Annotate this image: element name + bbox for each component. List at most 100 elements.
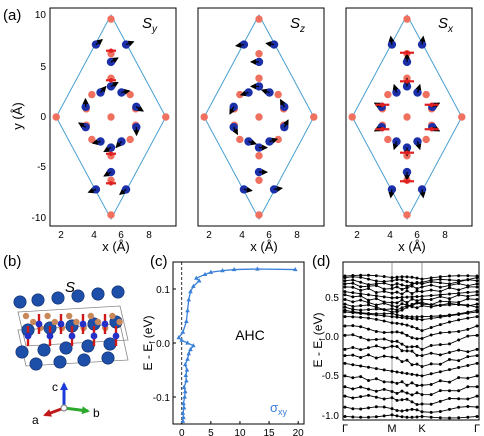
band-point bbox=[400, 302, 404, 306]
band-point bbox=[359, 304, 363, 308]
band-point bbox=[359, 285, 363, 289]
band-point bbox=[390, 296, 394, 300]
band-point bbox=[438, 275, 442, 279]
band-point bbox=[395, 330, 399, 334]
band-point bbox=[395, 409, 399, 413]
band-point bbox=[405, 323, 409, 327]
band-point bbox=[343, 347, 347, 351]
ligand-atom bbox=[44, 312, 51, 320]
sigma-xy-point bbox=[184, 318, 189, 323]
band-structure bbox=[343, 273, 479, 420]
c-axis-label: c bbox=[52, 380, 58, 394]
band-point bbox=[400, 306, 404, 310]
band-point bbox=[438, 379, 442, 383]
spin-arrow bbox=[87, 187, 97, 194]
k-label: M bbox=[387, 423, 396, 435]
band-point bbox=[438, 353, 442, 357]
red-spin-dot bbox=[404, 79, 410, 84]
band-point bbox=[367, 327, 370, 331]
band-point bbox=[466, 355, 470, 359]
band-point bbox=[475, 315, 479, 319]
spin-arrow bbox=[273, 185, 283, 192]
x-tick: 6 bbox=[414, 230, 420, 241]
band-point bbox=[382, 287, 386, 291]
band-point bbox=[438, 281, 442, 285]
band-point bbox=[400, 360, 404, 364]
band-point bbox=[415, 306, 419, 310]
band-point bbox=[390, 291, 394, 295]
x-tick: 2 bbox=[354, 230, 360, 241]
band-point bbox=[438, 277, 442, 281]
band-point bbox=[400, 322, 404, 326]
band-point bbox=[390, 389, 394, 393]
band-point bbox=[410, 325, 414, 329]
sigma-xy-point bbox=[220, 268, 225, 273]
band-point bbox=[367, 338, 370, 342]
band-point bbox=[410, 345, 414, 349]
band-point bbox=[390, 340, 394, 344]
panel-a: (a) y (Å) 10 5 0 -5 -10 2 4 6 8 2 4 6 8 … bbox=[3, 7, 473, 254]
band-point bbox=[415, 327, 419, 331]
band-point bbox=[405, 408, 409, 412]
band-point bbox=[382, 275, 386, 279]
x-tick: 2 bbox=[206, 230, 212, 241]
band-point bbox=[395, 296, 399, 300]
red-spin-dot bbox=[429, 102, 434, 107]
sigma-xy-point bbox=[184, 378, 189, 383]
band-point bbox=[367, 277, 370, 281]
band-point bbox=[343, 282, 347, 286]
ligand-atom bbox=[94, 318, 102, 326]
band-point bbox=[390, 301, 394, 305]
band-point bbox=[457, 329, 461, 333]
band-point bbox=[410, 295, 414, 299]
band-point bbox=[410, 284, 414, 288]
band-point bbox=[390, 369, 394, 373]
band-point bbox=[359, 280, 363, 284]
band-point bbox=[382, 405, 386, 409]
band-point bbox=[400, 298, 404, 302]
band-point bbox=[351, 376, 355, 380]
x-tick: 4 bbox=[239, 230, 245, 241]
x-label-sx: x (Å) bbox=[398, 239, 425, 254]
band-point bbox=[390, 311, 394, 315]
band-point bbox=[475, 394, 479, 398]
band-point bbox=[420, 336, 424, 340]
band-plot-frame bbox=[342, 261, 480, 421]
ligand-atom bbox=[109, 312, 116, 320]
x-tick-label: 15 bbox=[264, 428, 276, 436]
band-point bbox=[420, 329, 424, 333]
transition-metal-atom bbox=[103, 337, 117, 351]
sigma-xy-point bbox=[191, 343, 196, 348]
ligand-atom bbox=[30, 318, 37, 326]
band-point bbox=[405, 289, 409, 293]
band-point bbox=[382, 301, 386, 305]
spin-arrow bbox=[95, 38, 103, 46]
red-atom bbox=[88, 135, 96, 144]
band-point bbox=[438, 410, 442, 414]
sigma-xy-point bbox=[180, 418, 186, 423]
red-atom bbox=[255, 152, 263, 160]
band-point bbox=[438, 416, 442, 420]
band-point bbox=[429, 288, 433, 292]
band-point bbox=[395, 356, 399, 360]
lattice-sy bbox=[52, 13, 170, 221]
band-point bbox=[351, 278, 355, 282]
band-point bbox=[374, 389, 378, 393]
band-point bbox=[367, 287, 370, 291]
band-point bbox=[374, 274, 378, 278]
band-point bbox=[390, 279, 394, 283]
band-point bbox=[390, 283, 394, 287]
band-point bbox=[405, 345, 409, 349]
band-point bbox=[438, 303, 442, 307]
ligand-atom bbox=[66, 312, 73, 320]
band-point bbox=[395, 370, 399, 374]
band-point bbox=[400, 287, 404, 291]
band-point bbox=[466, 327, 470, 331]
band-point bbox=[466, 303, 470, 307]
band-point bbox=[400, 295, 404, 299]
subplot-frame-sy bbox=[49, 7, 177, 227]
spin-arrow bbox=[415, 141, 422, 151]
spin-arrow bbox=[419, 35, 426, 45]
x-tick: 2 bbox=[58, 230, 64, 241]
panel-d-label: (d) bbox=[312, 253, 330, 270]
